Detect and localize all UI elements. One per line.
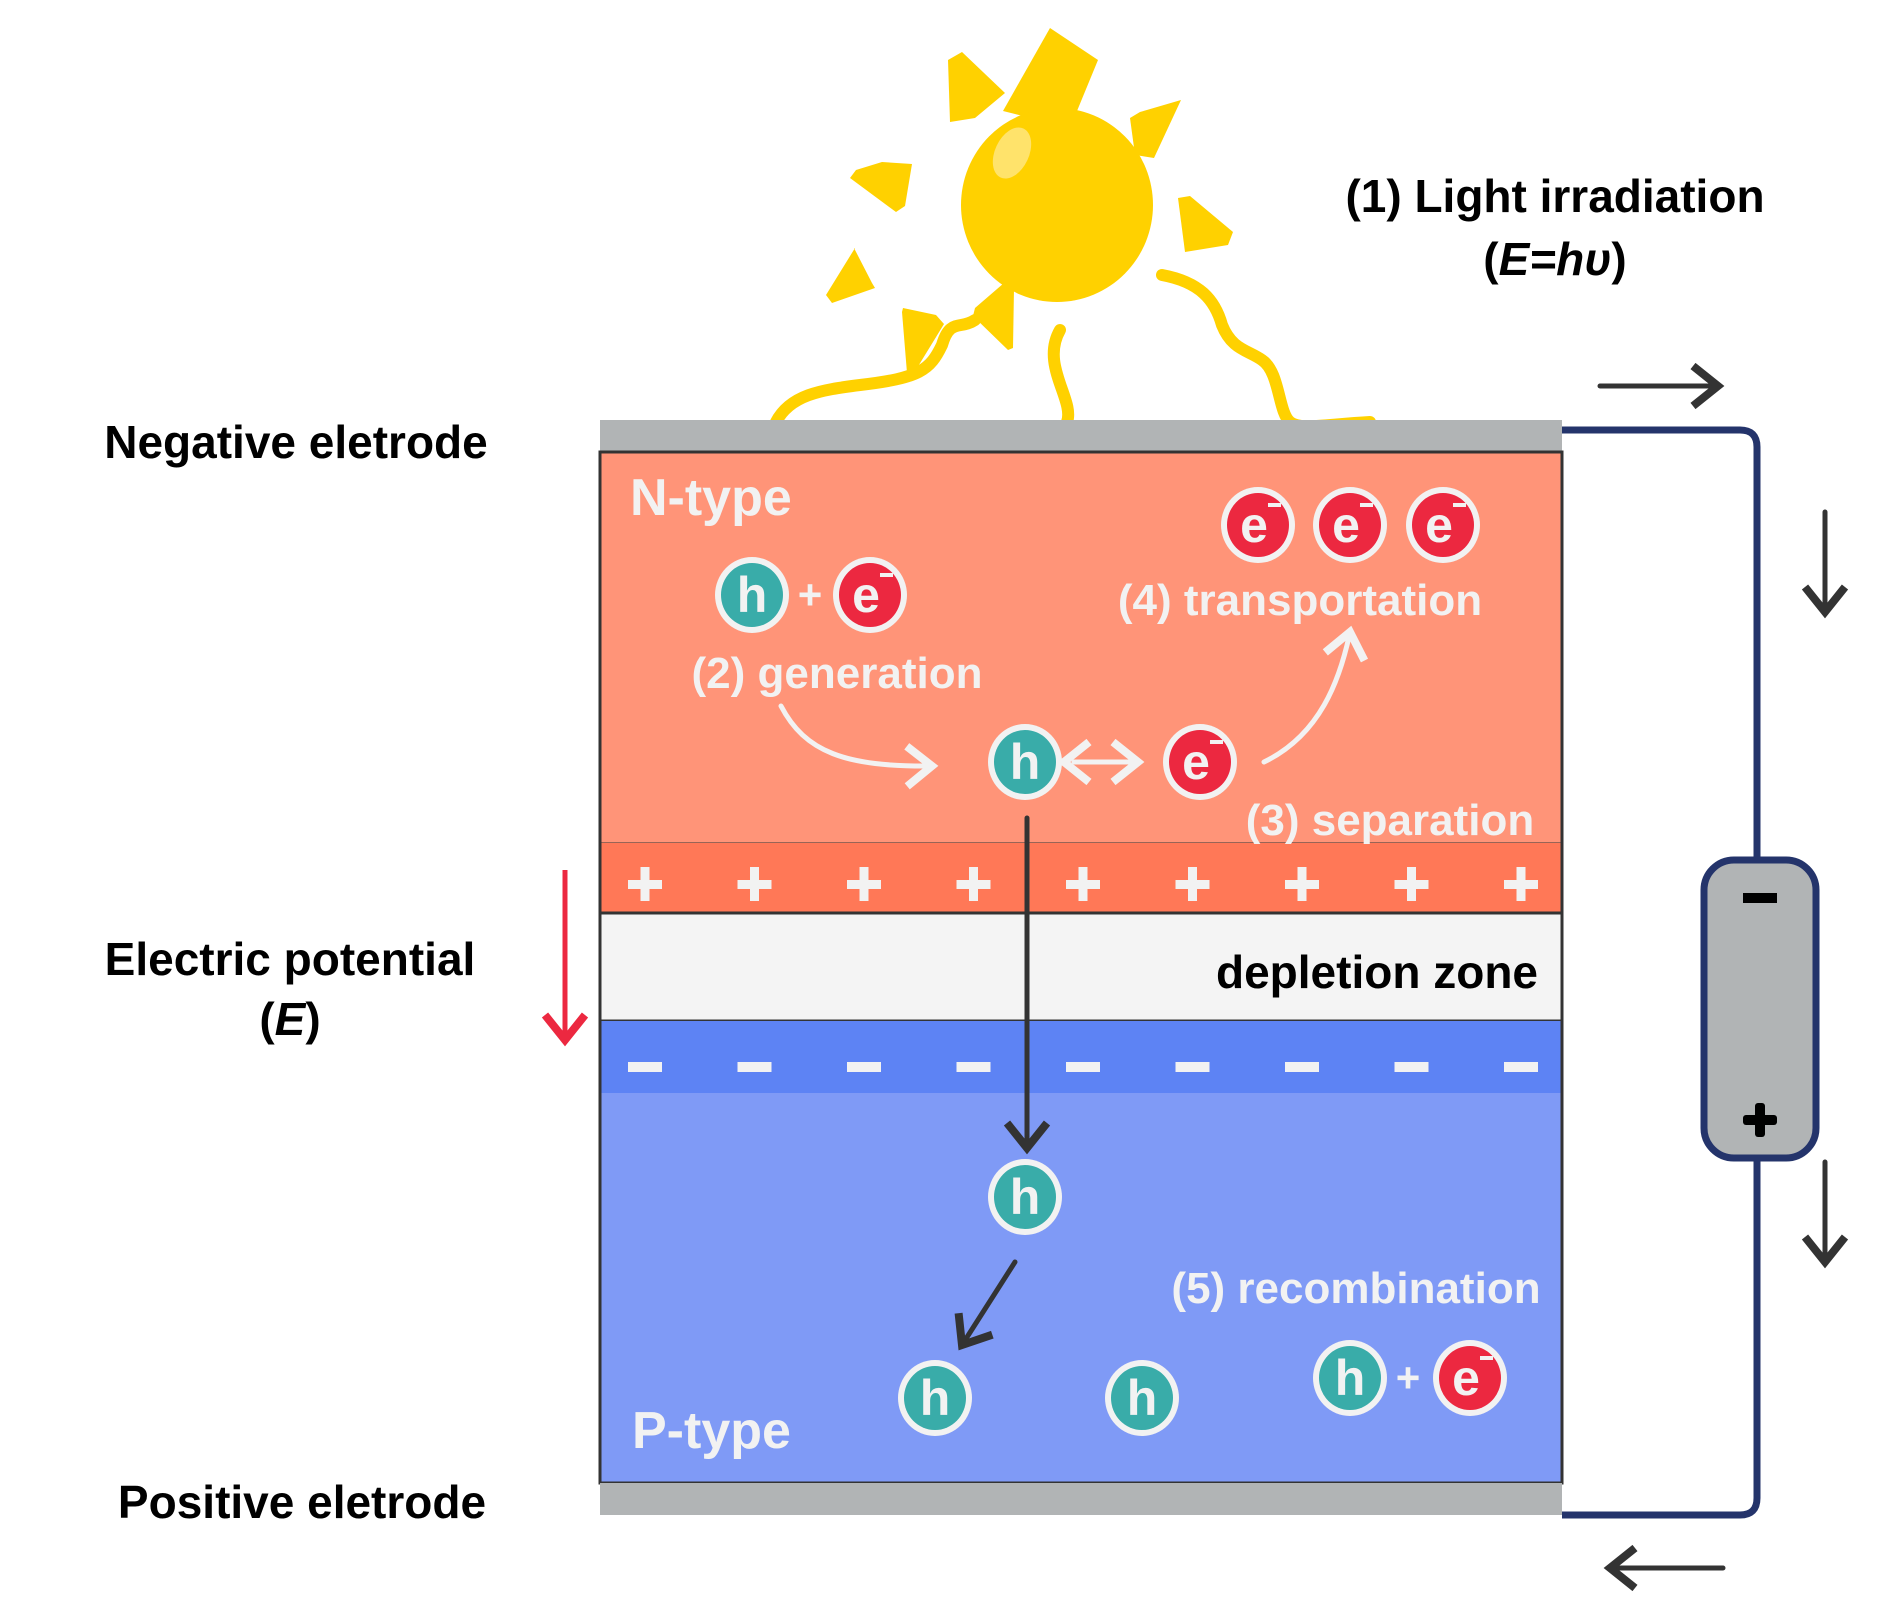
minus-charge-icon (1394, 1062, 1429, 1072)
generation-label: (2) generation (692, 649, 983, 698)
generation-arrow-icon (778, 703, 939, 790)
electron-particle-icon: e (1406, 487, 1480, 563)
transportation-label: (4) transportation (1118, 576, 1482, 625)
minus-charge-icon (956, 1062, 991, 1072)
particles: h + e h e e e e h h h h + e (715, 487, 1507, 1436)
battery-icon (1700, 856, 1820, 1162)
electron-charge-mark (1453, 503, 1466, 507)
hole-particle-icon: h (715, 557, 789, 633)
minus-charge-icon (628, 1062, 662, 1072)
light-irradiation-label: (1) Light irradiation (1345, 170, 1764, 222)
electron-symbol: e (1332, 497, 1360, 553)
electron-symbol: e (1182, 734, 1210, 790)
minus-charge-icon (1066, 1062, 1100, 1072)
electron-symbol: e (1425, 497, 1453, 553)
plus-charge-icon (1394, 867, 1429, 901)
minus-charge-icon (1175, 1062, 1210, 1072)
plus-charge-icon (847, 867, 881, 901)
electric-potential-label: Electric potential (105, 933, 476, 985)
hole-particle-icon: h (988, 1159, 1062, 1235)
circuit-wire-bottom (1562, 1155, 1761, 1519)
electron-particle-icon: e (1433, 1340, 1507, 1416)
electron-charge-mark (880, 573, 893, 577)
plus-charge-icon (628, 867, 662, 901)
p-type-region (600, 1093, 1562, 1483)
sun-body (961, 108, 1153, 302)
minus-charges (628, 1062, 1538, 1072)
electron-particle-icon: e (833, 557, 907, 633)
hole-symbol: h (737, 567, 768, 623)
hole-particle-icon: h (898, 1360, 972, 1436)
electron-symbol: e (1452, 1350, 1480, 1406)
depletion-zone-label: depletion zone (1216, 946, 1538, 998)
sun-highlight (992, 127, 1032, 179)
electron-symbol: e (852, 567, 880, 623)
minus-charge-icon (1504, 1062, 1538, 1072)
hole-symbol: h (920, 1370, 951, 1426)
transportation-arrow-icon (1261, 625, 1369, 765)
positive-electrode-label: Positive eletrode (118, 1476, 486, 1528)
minus-charge-icon (847, 1062, 881, 1072)
current-direction-arrows (1597, 362, 1849, 1592)
electron-particle-icon: e (1221, 487, 1295, 563)
electron-charge-mark (1360, 503, 1373, 507)
negative-electrode-bar (600, 420, 1562, 452)
hole-particle-icon: h (1313, 1340, 1387, 1416)
electron-charge-mark (1210, 740, 1223, 744)
plus-charge-icon (956, 867, 991, 901)
separation-label: (3) separation (1246, 796, 1535, 845)
diffusion-arrow-icon (954, 1259, 1018, 1351)
n-type-label: N-type (630, 469, 792, 527)
p-type-label: P-type (632, 1402, 791, 1460)
electron-particle-icon: e (1313, 487, 1387, 563)
hole-symbol: h (1010, 734, 1041, 790)
recombination-label: (5) recombination (1171, 1264, 1540, 1313)
minus-charge-icon (1285, 1062, 1319, 1072)
battery-positive-terminal-icon (1743, 1103, 1777, 1137)
plus-charges (628, 867, 1538, 901)
electron-symbol: e (1240, 497, 1268, 553)
plus-sign: + (798, 571, 823, 618)
hole-symbol: h (1127, 1370, 1158, 1426)
electron-particle-icon: e (1163, 724, 1237, 800)
plus-charge-icon (1504, 867, 1538, 901)
plus-sign: + (1396, 1354, 1421, 1401)
plus-charge-icon (1066, 867, 1100, 901)
sun-icon (770, 28, 1376, 433)
battery-negative-terminal-icon (1743, 893, 1777, 903)
light-irradiation-formula: (E=hυ) (1483, 233, 1627, 285)
plus-charge-icon (737, 867, 772, 901)
negative-electrode-label: Negative eletrode (104, 416, 487, 468)
hole-particle-icon: h (988, 724, 1062, 800)
hole-symbol: h (1010, 1169, 1041, 1225)
electron-charge-mark (1480, 1356, 1493, 1360)
minus-charge-icon (737, 1062, 772, 1072)
hole-symbol: h (1335, 1350, 1366, 1406)
hole-particle-icon: h (1105, 1360, 1179, 1436)
positive-electrode-bar (600, 1483, 1562, 1515)
electric-potential-symbol: (E) (259, 993, 320, 1045)
plus-charge-icon (1175, 867, 1210, 901)
negative-charge-band (600, 1021, 1562, 1093)
plus-charge-icon (1285, 867, 1319, 901)
sun-rays (826, 28, 1233, 373)
electron-charge-mark (1268, 503, 1281, 507)
circuit-wire-top (1562, 426, 1761, 862)
